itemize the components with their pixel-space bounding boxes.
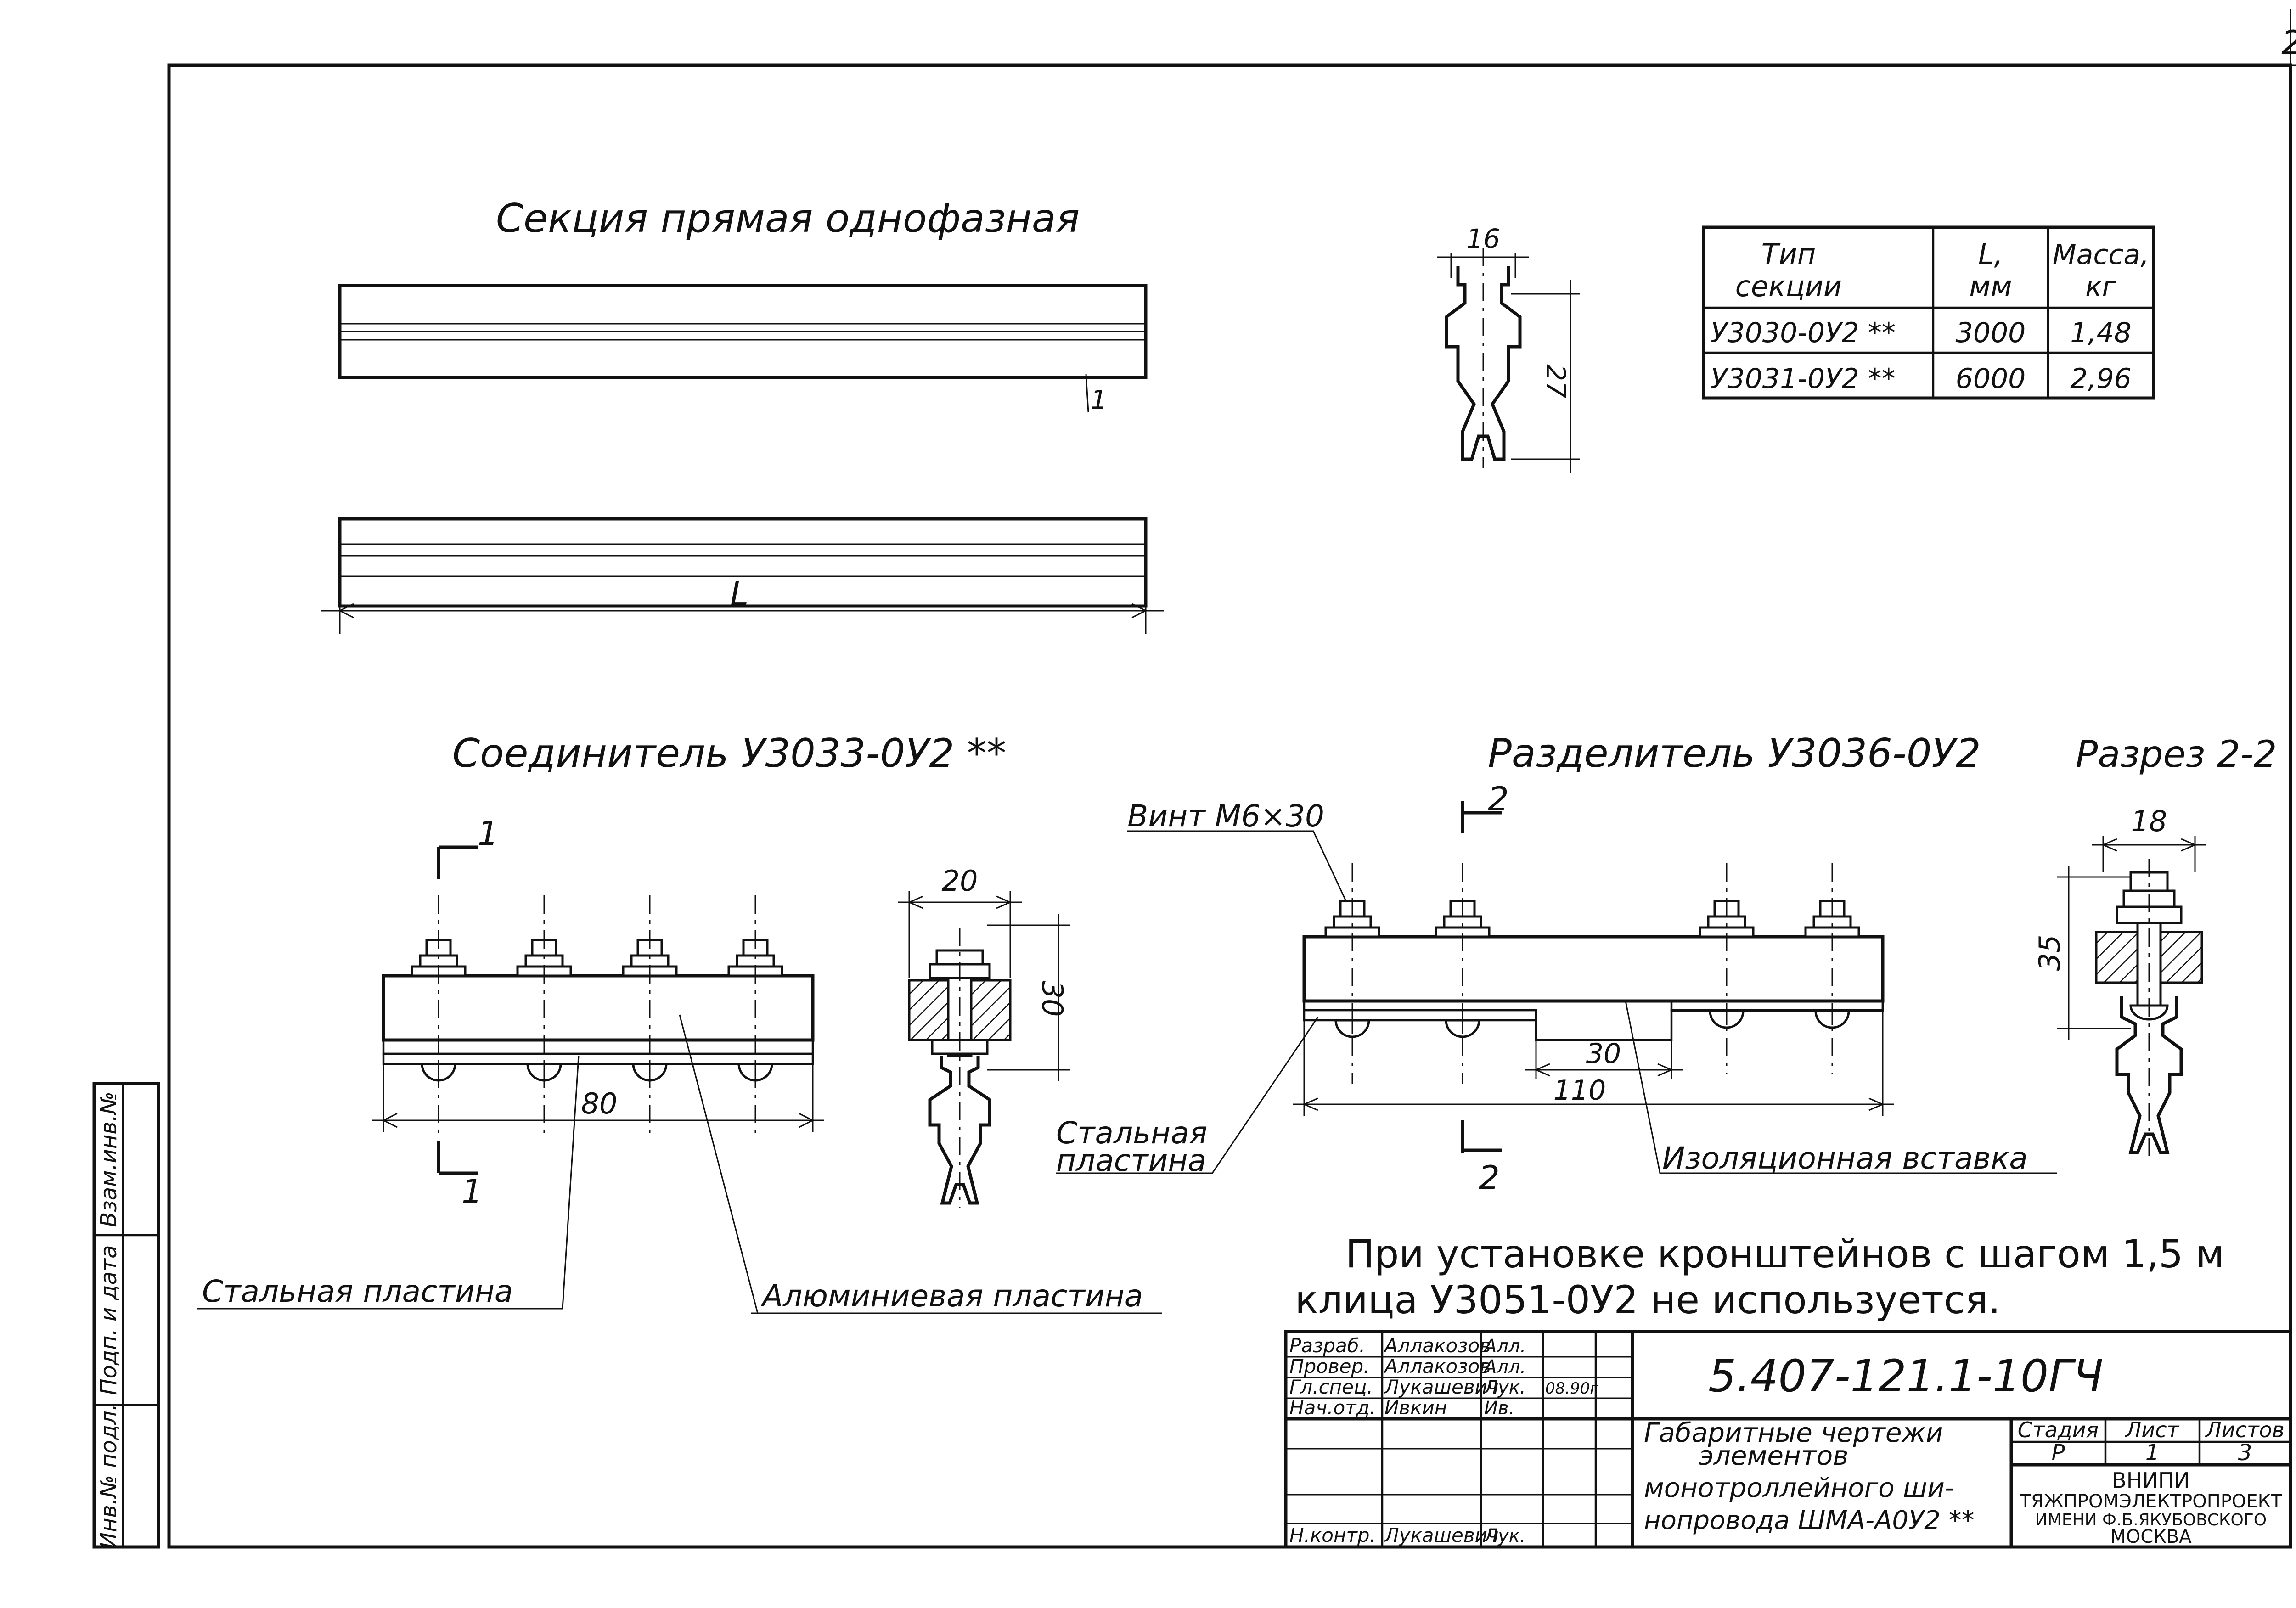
tb-sheets-header: Листов	[2205, 1417, 2285, 1442]
side-stamp-inv-label: Инв.№ подл.	[96, 1404, 122, 1549]
busbar-profile-section	[1437, 248, 1580, 473]
separator-screw-label: Винт М6×30	[1127, 798, 1324, 834]
tb-sheet-header: Лист	[2125, 1417, 2180, 1442]
table-row-1-type: У3030-0У2 **	[1711, 317, 1896, 349]
busbar-side-view	[321, 517, 1164, 634]
tb-sign-4: Ив.	[1484, 1398, 1514, 1419]
sheet-number: 23	[2281, 23, 2296, 62]
separator-title: Разделитель У3036-0У2	[1488, 731, 1981, 776]
connector-title: Соединитель У3033-0У2 **	[452, 731, 1007, 776]
profile-width-dim: 16	[1466, 223, 1500, 254]
tb-date-3: 08.90г	[1545, 1379, 1598, 1398]
tb-role-3: Гл.спец.	[1289, 1376, 1373, 1398]
table-row-2-type: У3031-0У2 **	[1711, 363, 1896, 395]
connector-length-dim: 80	[581, 1087, 618, 1120]
tb-sign-3: Лук.	[1483, 1377, 1526, 1398]
tb-role-4: Нач.отд.	[1289, 1396, 1376, 1419]
profile-height-dim: 27	[1540, 364, 1571, 398]
separator-length-dim: 110	[1553, 1074, 1606, 1107]
connector-section-width-dim: 20	[942, 864, 978, 898]
table-header-type-1: Тип	[1761, 237, 1816, 271]
tb-sheet: 1	[2145, 1440, 2160, 1466]
connector-section-height-dim: 30	[1035, 981, 1069, 1017]
note-line-1: При установке кронштейнов с шагом 1,5 м	[1345, 1231, 2224, 1276]
tb-stage: Р	[2052, 1440, 2065, 1466]
side-stamp-replace-label: Взам.инв.№	[96, 1091, 122, 1227]
separator-assembly	[1056, 801, 2057, 1174]
tb-sign-2: Алл.	[1483, 1356, 1526, 1377]
connector-cut-mark-bottom: 1	[461, 1172, 483, 1211]
tb-name-1: Аллакозов	[1383, 1334, 1491, 1357]
tb-sheets: 3	[2238, 1440, 2252, 1466]
connector-section-view	[898, 891, 1070, 1208]
table-row-1-length: 3000	[1956, 317, 2026, 349]
tb-sign-1: Алл.	[1483, 1336, 1526, 1357]
table-header-type-2: секции	[1735, 270, 1842, 303]
section-straight-title: Секция прямая однофазная	[496, 196, 1080, 242]
note-line-2: клица У3051-0У2 не используется.	[1295, 1277, 2000, 1322]
connector-assembly	[197, 845, 1162, 1314]
tb-org-1: ВНИПИ	[2112, 1468, 2190, 1493]
side-stamp	[92, 1082, 160, 1549]
title-block	[1284, 1330, 2292, 1549]
tb-org-3: ИМЕНИ Ф.Б.ЯКУБОВСКОГО	[2035, 1511, 2267, 1529]
connector-aluminum-plate-label: Алюминиевая пластина	[760, 1278, 1143, 1314]
cut-2-2-view	[2057, 836, 2206, 1157]
table-header-length-2: мм	[1969, 270, 2012, 303]
tb-description-1: Габаритные чертежи	[1644, 1417, 1943, 1448]
tb-name-3: Лукашевич	[1384, 1376, 1499, 1398]
connector-steel-plate-label: Стальная пластина	[202, 1274, 513, 1309]
tb-description-4: нопровода ШМА-А0У2 **	[1644, 1506, 1975, 1535]
table-header-mass-1: Масса,	[2053, 239, 2149, 271]
sheet-frame	[167, 9, 2296, 1549]
connector-cut-mark-top: 1	[478, 814, 499, 853]
tb-role-1: Разраб.	[1289, 1334, 1365, 1357]
separator-gap-dim: 30	[1586, 1038, 1621, 1070]
table-row-2-mass: 2,96	[2070, 363, 2132, 395]
separator-steel-plate-label-1: Стальная	[1056, 1115, 1207, 1151]
separator-cut-mark-top: 2	[1488, 780, 1509, 818]
tb-name-2: Аллакозов	[1383, 1355, 1491, 1377]
separator-steel-plate-label-2: пластина	[1056, 1143, 1206, 1178]
tb-role-7: Н.контр.	[1289, 1524, 1376, 1546]
tb-description-2: элементов	[1699, 1440, 1848, 1471]
tb-org-2: ТЯЖПРОМЭЛЕКТРОПРОЕКТ	[2019, 1491, 2282, 1512]
separator-cut-mark-bottom: 2	[1479, 1158, 1500, 1197]
tb-stage-header: Стадия	[2018, 1417, 2099, 1442]
table-row-2-length: 6000	[1956, 363, 2026, 395]
side-stamp-sign-label: Подп. и дата	[96, 1245, 122, 1395]
drawing-code: 5.407-121.1-10ГЧ	[1708, 1350, 2103, 1402]
tb-sign-7: Лук.	[1483, 1525, 1526, 1546]
table-row-1-mass: 1,48	[2070, 317, 2132, 349]
table-header-mass-2: кг	[2085, 271, 2116, 303]
busbar-length-label: L	[730, 574, 748, 613]
tb-name-7: Лукашевич	[1384, 1524, 1499, 1546]
tb-description-3: монотроллейного ши-	[1644, 1472, 1954, 1503]
table-header-length-1: L,	[1978, 237, 2003, 271]
busbar-top-view	[338, 284, 1148, 413]
busbar-leader-1: 1	[1091, 385, 1107, 415]
separator-insert-label: Изоляционная вставка	[1662, 1141, 2028, 1176]
section-table	[1702, 225, 2155, 400]
tb-org-4: МОСКВА	[2110, 1526, 2192, 1547]
cut-2-2-title: Разрез 2-2	[2076, 733, 2277, 776]
tb-role-2: Провер.	[1289, 1355, 1370, 1377]
cut-2-2-height-dim: 35	[2033, 935, 2066, 971]
tb-name-4: Ивкин	[1384, 1396, 1447, 1419]
cut-2-2-width-dim: 18	[2131, 804, 2167, 838]
